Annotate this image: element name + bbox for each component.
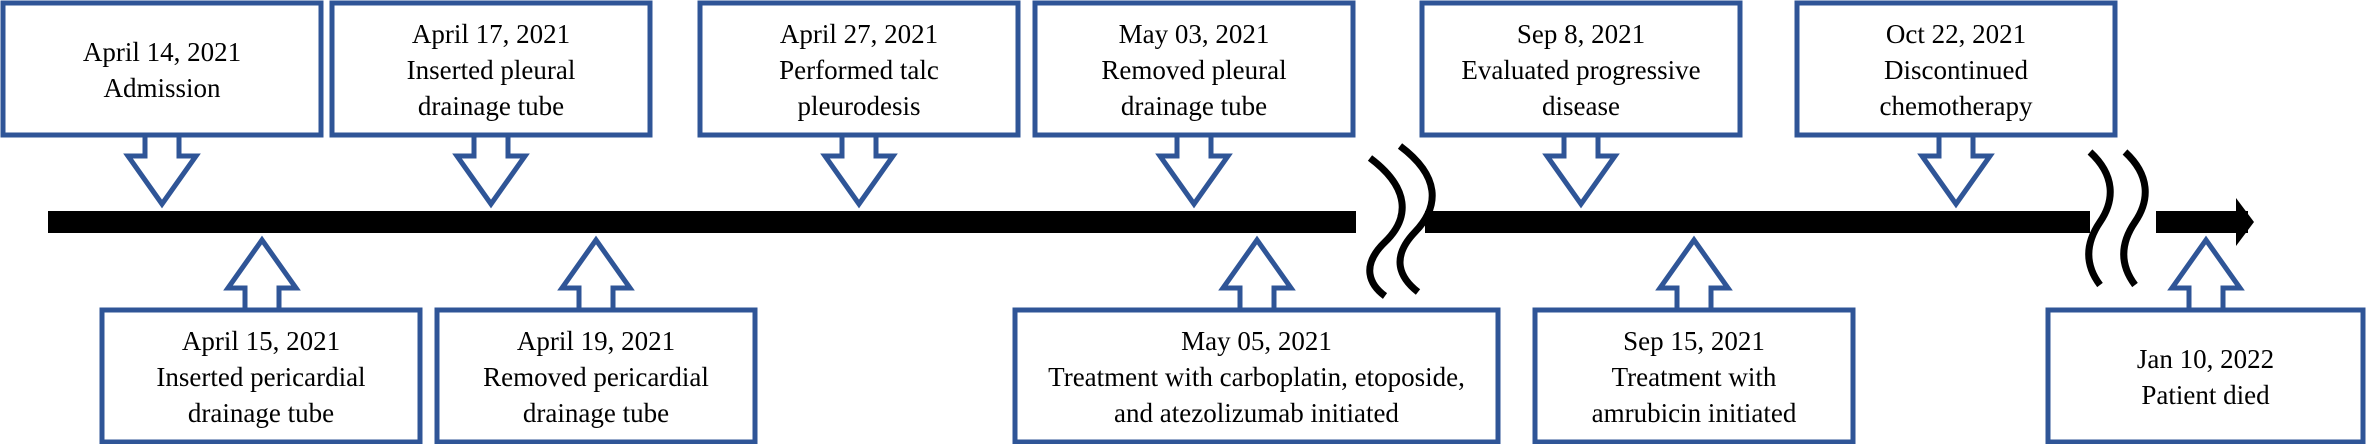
event-date: Sep 15, 2021 — [1623, 326, 1765, 356]
event-box — [0, 0, 324, 138]
event-date: Sep 8, 2021 — [1517, 19, 1645, 49]
event-description: Removed pericardial — [483, 362, 709, 392]
down-arrow-icon — [1155, 125, 1233, 209]
up-arrow-icon — [1655, 235, 1733, 321]
event-description: amrubicin initiated — [1592, 398, 1797, 428]
event-description: Evaluated progressive — [1461, 55, 1700, 85]
up-arrow-icon — [1218, 235, 1296, 321]
down-arrow-icon — [820, 125, 898, 209]
event-description: drainage tube — [1121, 91, 1267, 121]
event-description: Inserted pleural — [407, 55, 576, 85]
event-date: April 27, 2021 — [780, 19, 938, 49]
event-description: Removed pleural — [1101, 55, 1286, 85]
down-arrow-icon — [123, 125, 201, 209]
event-box — [1032, 0, 1356, 138]
down-arrow-icon — [1917, 125, 1995, 209]
axis-break-icon-2 — [2085, 149, 2114, 288]
event-description: and atezolizumab initiated — [1114, 398, 1399, 428]
event-description: Performed talc — [779, 55, 939, 85]
event-description: drainage tube — [523, 398, 669, 428]
event-date: April 14, 2021 — [83, 37, 241, 67]
event-description: Treatment with — [1612, 362, 1777, 392]
event-description: Patient died — [2141, 380, 2270, 410]
down-arrow-icon — [1542, 125, 1620, 209]
event-box — [2045, 307, 2366, 444]
event-box — [697, 0, 1021, 138]
event-date: April 19, 2021 — [517, 326, 675, 356]
event-description: Treatment with carboplatin, etoposide, — [1048, 362, 1465, 392]
event-date: April 17, 2021 — [412, 19, 570, 49]
event-date: May 03, 2021 — [1119, 19, 1270, 49]
event-description: pleurodesis — [798, 91, 921, 121]
down-arrow-icon — [452, 125, 530, 209]
axis-break-icon-1b — [1396, 143, 1436, 295]
event-date: April 15, 2021 — [182, 326, 340, 356]
timeline-axis — [48, 143, 2254, 299]
axis-break-icon-2b — [2120, 149, 2149, 288]
event-description: chemotherapy — [1880, 91, 2033, 121]
event-box — [99, 307, 423, 444]
timeline-bar-segment-3 — [2156, 211, 2248, 233]
event-description: Discontinued — [1884, 55, 2028, 85]
timeline-bar-segment-2 — [1425, 211, 2090, 233]
event-box — [1794, 0, 2118, 138]
up-arrow-icon — [2167, 235, 2245, 321]
event-box — [1419, 0, 1743, 138]
event-description: Admission — [103, 73, 221, 103]
event-description: drainage tube — [418, 91, 564, 121]
axis-break-icon-1 — [1366, 155, 1406, 299]
up-arrow-icon — [557, 235, 635, 321]
event-box — [1012, 307, 1501, 444]
event-date: Jan 10, 2022 — [2137, 344, 2274, 374]
event-box — [1532, 307, 1856, 444]
event-box — [434, 307, 758, 444]
timeline-bar-segment-1 — [48, 211, 1356, 233]
event-date: Oct 22, 2021 — [1886, 19, 2026, 49]
event-date: May 05, 2021 — [1181, 326, 1332, 356]
event-description: drainage tube — [188, 398, 334, 428]
timeline-end-arrow-icon — [2236, 198, 2254, 246]
event-description: Inserted pericardial — [156, 362, 365, 392]
event-description: disease — [1542, 91, 1620, 121]
event-box — [329, 0, 653, 138]
up-arrow-icon — [223, 235, 301, 321]
